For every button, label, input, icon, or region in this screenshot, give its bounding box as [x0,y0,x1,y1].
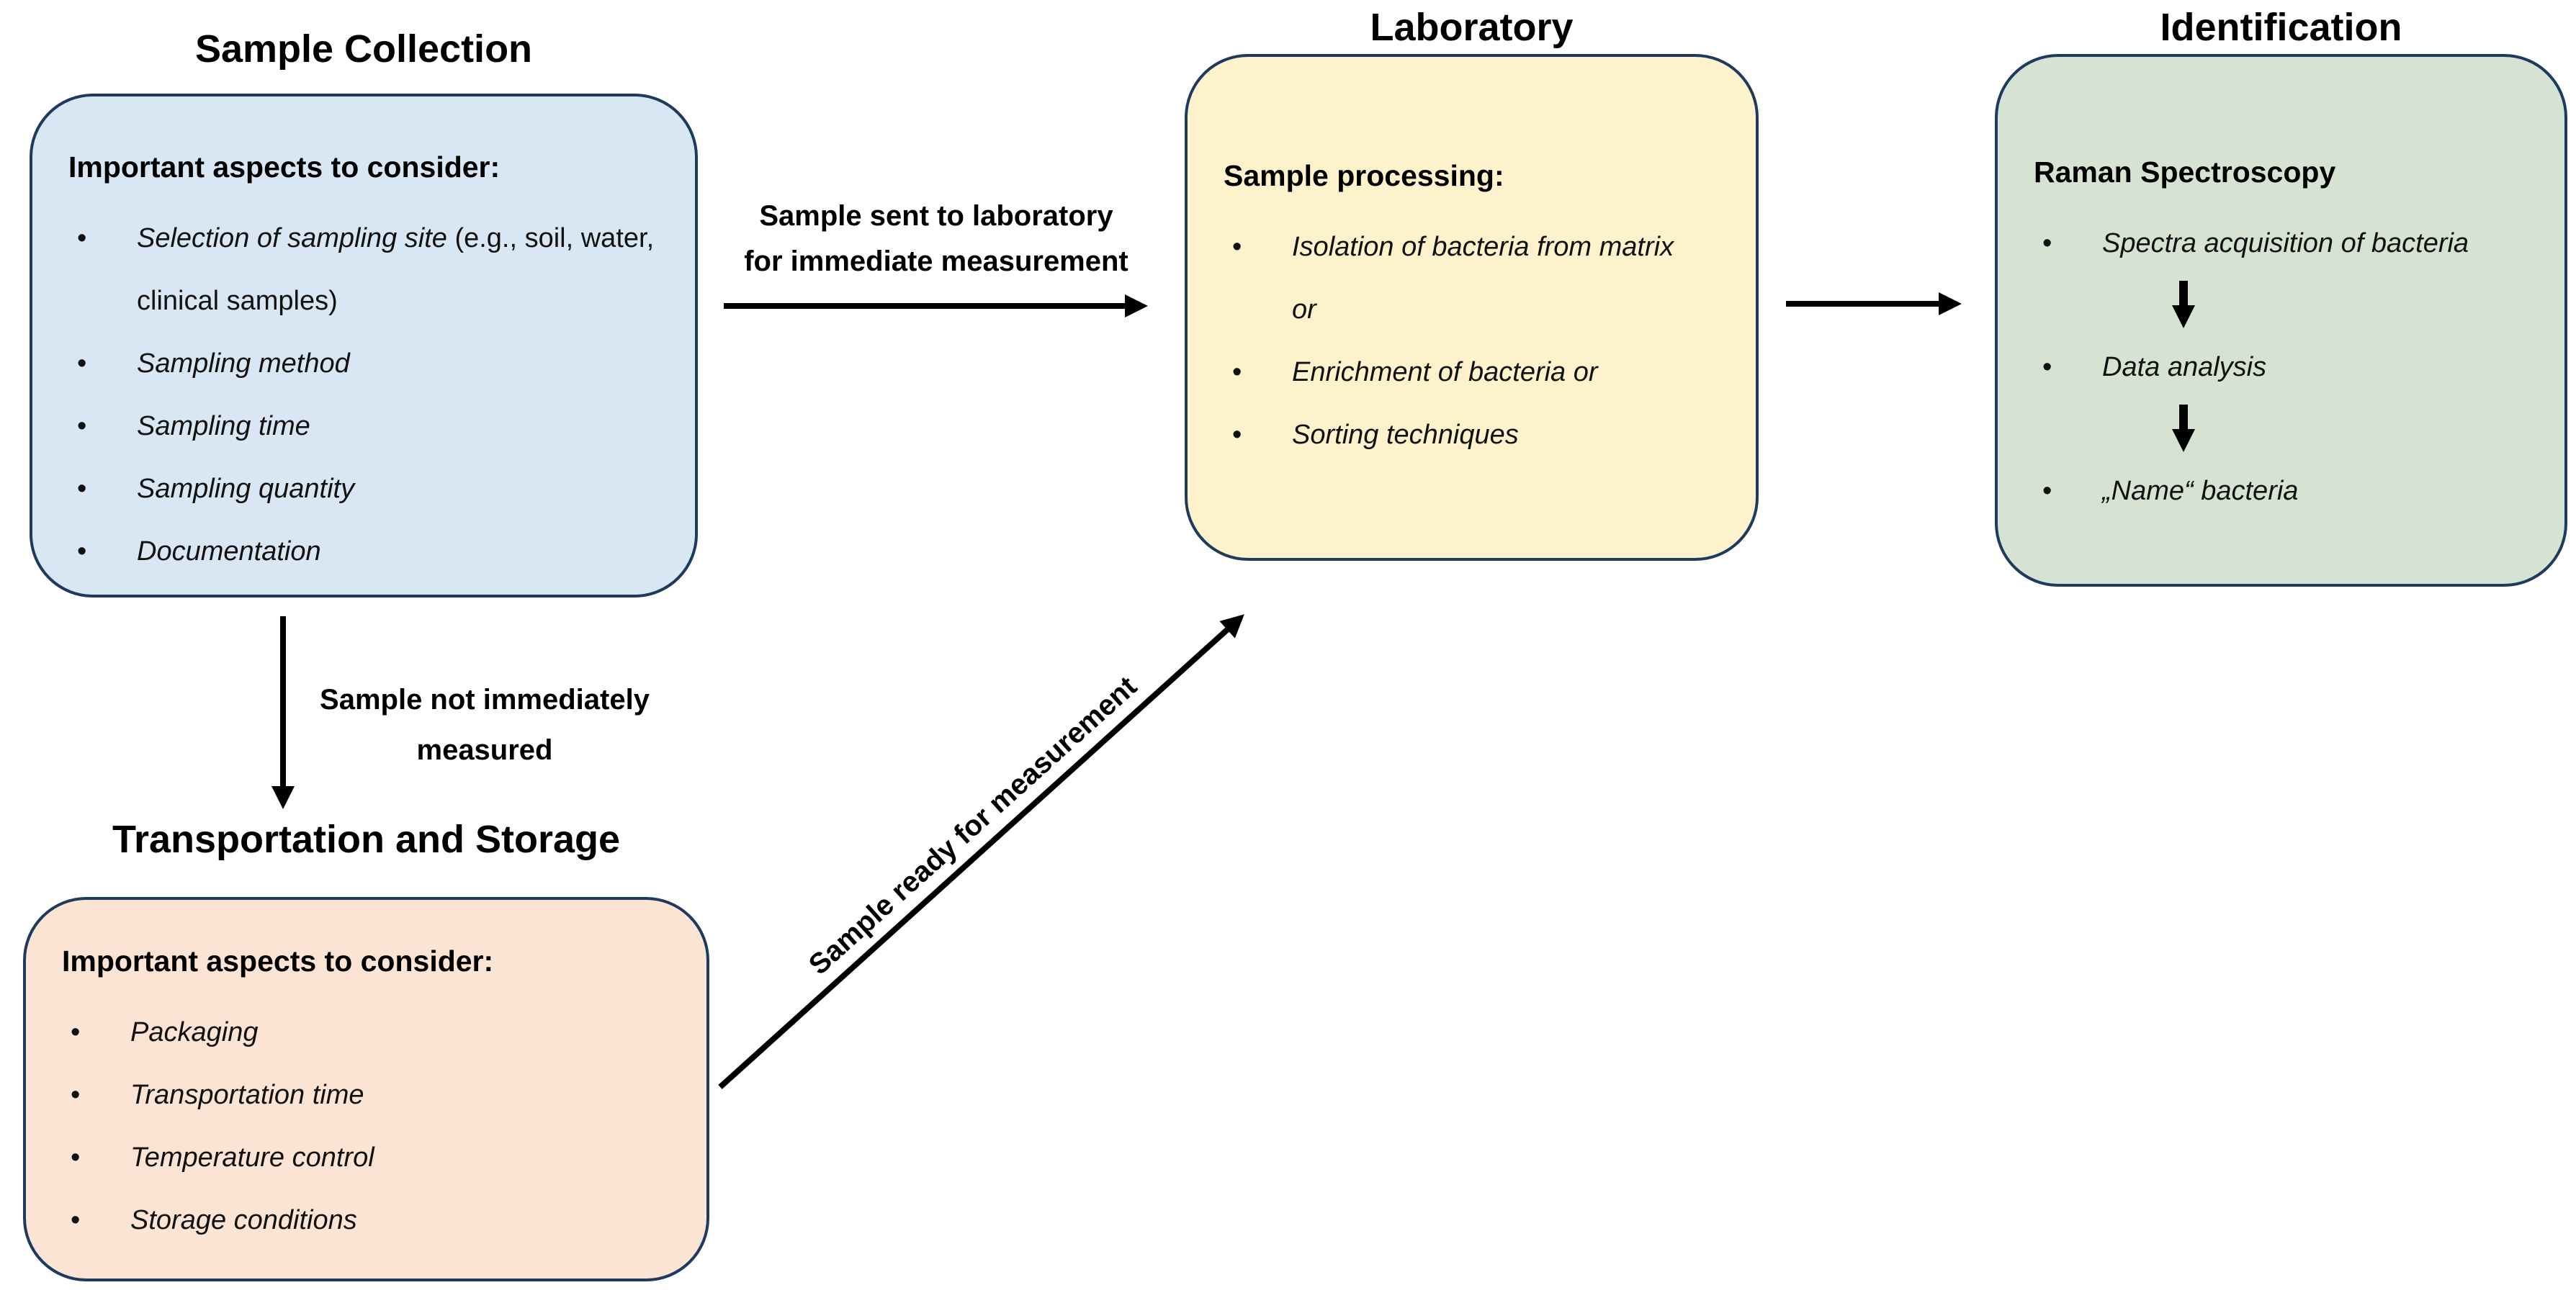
bullet-item: Selection of sampling site (e.g., soil, … [68,207,665,333]
bullet-marker [62,1001,130,1064]
bullet-text: Spectra acquisition of bacteria [2102,228,2469,258]
sample-collection-title: Sample Collection [194,27,533,71]
bullet-item: „Name“ bacteria [2034,460,2543,523]
bullet-text: Enrichment of bacteria or [1292,357,1598,387]
bullet-text: Sorting techniques [1292,420,1519,450]
not-measured-label: Sample not immediately measured [305,675,665,775]
bullet-item: Sampling time [68,395,665,458]
sent-to-lab-label: Sample sent to laboratory for immediate … [684,194,1188,284]
bullet-marker [62,1127,130,1189]
bullet-marker [1224,216,1292,341]
bullet-marker [2034,212,2102,275]
laboratory-box: Sample processing: Isolation of bacteria… [1185,54,1759,561]
bullet-item: Sampling method [68,333,665,395]
bullet-marker [62,1064,130,1127]
transport-storage-bullet-list: Packaging Transportation time Temperatur… [62,1001,678,1252]
laboratory-bullet-list: Isolation of bacteria from matrix or Enr… [1224,216,1687,466]
bullet-text: Documentation [137,536,321,567]
identification-bullet-list: Data analysis [2034,336,2543,399]
bullet-marker [1224,341,1292,404]
sent-to-lab-label-line1: Sample sent to laboratory [759,200,1113,232]
bullet-marker [68,395,137,458]
transport-storage-title: Transportation and Storage [112,818,621,861]
sample-collection-heading: Important aspects to consider: [68,150,501,184]
bullet-marker [1224,404,1292,466]
bullet-text: Data analysis [2102,352,2267,382]
bullet-item: Storage conditions [62,1189,678,1252]
not-measured-label-line1: Sample not immediately [320,684,650,716]
identification-bullet-list: „Name“ bacteria [2034,460,2543,523]
identification-heading: Raman Spectroscopy [2034,155,2336,189]
bullet-text: Sampling method [137,348,350,379]
identification-box: Raman Spectroscopy Spectra acquisition o… [1995,54,2567,587]
bullet-item: Data analysis [2034,336,2543,399]
bullet-item: Transportation time [62,1064,678,1127]
bullet-item: Packaging [62,1001,678,1064]
bullet-marker [68,520,137,583]
bullet-text: „Name“ bacteria [2102,476,2299,506]
transport-storage-heading: Important aspects to consider: [62,944,494,978]
transport-storage-box: Important aspects to consider: Packaging… [23,897,709,1281]
bullet-text: Transportation time [130,1080,364,1110]
bullet-text: Sampling time [137,411,310,441]
bullet-item: Temperature control [62,1127,678,1189]
bullet-text: Packaging [130,1017,259,1047]
bullet-marker [68,333,137,395]
arrow-transport-to-laboratory [718,614,1244,1089]
sample-collection-box: Important aspects to consider: Selection… [30,94,698,598]
bullet-marker [68,458,137,520]
bullet-marker [2034,336,2102,399]
bullet-item: Documentation [68,520,665,583]
bullet-text: Selection of sampling site (e.g., soil, … [137,223,655,316]
bullet-item: Enrichment of bacteria or [1224,341,1687,404]
ready-for-measurement-label: Sample ready for measurement [802,670,1144,981]
bullet-item: Spectra acquisition of bacteria [2034,212,2543,275]
down-arrow-spacer [2034,399,2543,460]
not-measured-label-line2: measured [416,734,553,766]
sample-collection-bullet-list: Selection of sampling site (e.g., soil, … [68,207,665,583]
bullet-marker [2034,460,2102,523]
identification-title: Identification [2160,6,2402,49]
laboratory-heading: Sample processing: [1224,159,1504,192]
identification-bullet-list: Spectra acquisition of bacteria [2034,212,2543,275]
bullet-marker [68,207,137,333]
bullet-text: Storage conditions [130,1205,357,1235]
bullet-text: Isolation of bacteria from matrix or [1292,232,1674,325]
bullet-item: Isolation of bacteria from matrix or [1224,216,1687,341]
bullet-text: Sampling quantity [137,474,355,504]
laboratory-title: Laboratory [1370,6,1574,49]
bullet-item: Sampling quantity [68,458,665,520]
bullet-marker [62,1189,130,1252]
bullet-item: Sorting techniques [1224,404,1687,466]
bullet-text: Temperature control [130,1142,374,1173]
sent-to-lab-label-line2: for immediate measurement [744,245,1128,277]
down-arrow-spacer [2034,275,2543,336]
